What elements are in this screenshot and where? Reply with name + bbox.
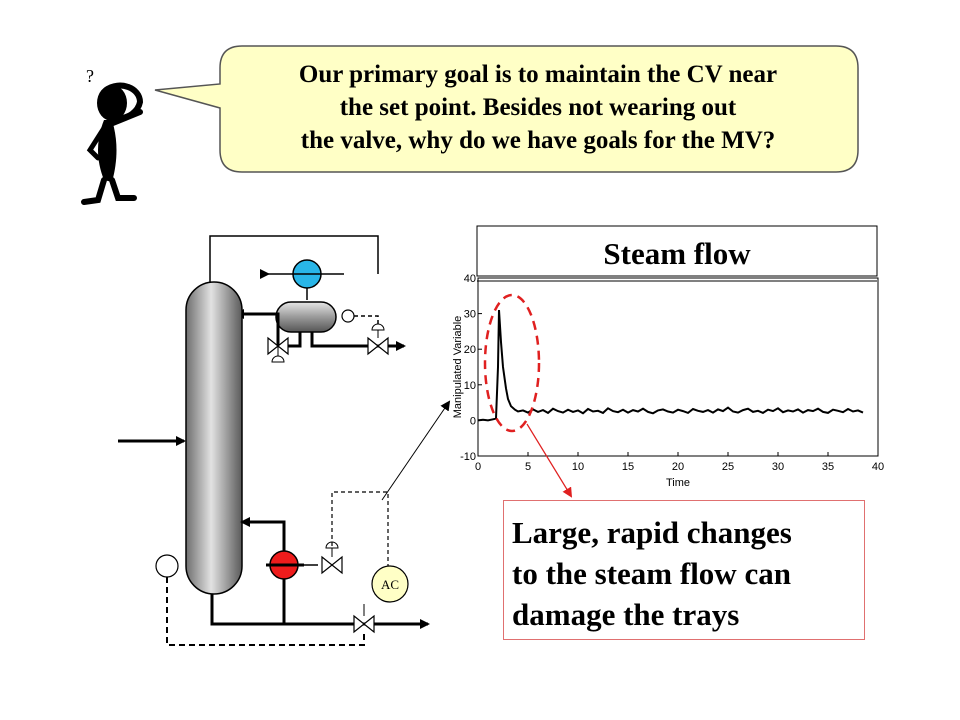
x-tick-label: 10 bbox=[572, 461, 584, 473]
y-tick-label: 40 bbox=[464, 273, 476, 285]
question-line: Our primary goal is to maintain the CV n… bbox=[298, 61, 778, 88]
question-line: the set point. Besides not wearing out bbox=[339, 94, 737, 121]
callout-box bbox=[503, 500, 865, 640]
chart-title: Steam flow bbox=[603, 236, 751, 271]
question-mark: ? bbox=[86, 66, 94, 86]
steam-valve-icon bbox=[321, 541, 343, 575]
level-transmitter-icon bbox=[341, 309, 355, 323]
x-tick-label: 5 bbox=[525, 461, 531, 473]
x-axis-label: Time bbox=[666, 477, 690, 489]
callout-line: to the steam flow can bbox=[512, 556, 791, 591]
distillate-valve-icon bbox=[367, 323, 389, 356]
callout-text: Large, rapid changes to the steam flow c… bbox=[512, 512, 862, 635]
x-tick-label: 0 bbox=[475, 461, 481, 473]
reflux-valve-icon bbox=[267, 336, 289, 363]
thinking-person-icon: ? bbox=[81, 66, 144, 205]
spike-highlight bbox=[483, 293, 541, 433]
x-tick-label: 15 bbox=[622, 461, 634, 473]
x-tick-label: 25 bbox=[722, 461, 734, 473]
bottoms-level-transmitter-icon bbox=[155, 554, 179, 578]
y-axis-label: Manipulated Variable bbox=[452, 316, 464, 419]
analyzer-controller bbox=[371, 565, 409, 603]
y-tick-label: -10 bbox=[460, 451, 476, 463]
callout-arrow bbox=[526, 423, 573, 498]
question-text: Our primary goal is to maintain the CV n… bbox=[232, 58, 844, 157]
distillation-column-icon bbox=[185, 281, 243, 595]
distillation-diagram: AC bbox=[118, 235, 451, 646]
x-tick-label: 30 bbox=[772, 461, 784, 473]
controller-label: AC bbox=[381, 577, 399, 592]
speech-bubble bbox=[154, 45, 859, 173]
question-line: the valve, why do we have goals for the … bbox=[300, 127, 776, 154]
callout-line: Large, rapid changes bbox=[512, 515, 792, 550]
y-tick-label: 10 bbox=[464, 380, 476, 392]
callout-line: damage the trays bbox=[512, 597, 740, 632]
bottoms-valve-icon bbox=[353, 604, 375, 634]
y-tick-label: 20 bbox=[464, 344, 476, 356]
x-tick-label: 35 bbox=[822, 461, 834, 473]
y-tick-label: 30 bbox=[464, 309, 476, 321]
y-tick-label: 0 bbox=[470, 415, 476, 427]
reflux-drum-icon bbox=[275, 301, 337, 333]
x-tick-label: 40 bbox=[872, 461, 884, 473]
steam-flow-line bbox=[477, 309, 864, 422]
x-tick-label: 20 bbox=[672, 461, 684, 473]
